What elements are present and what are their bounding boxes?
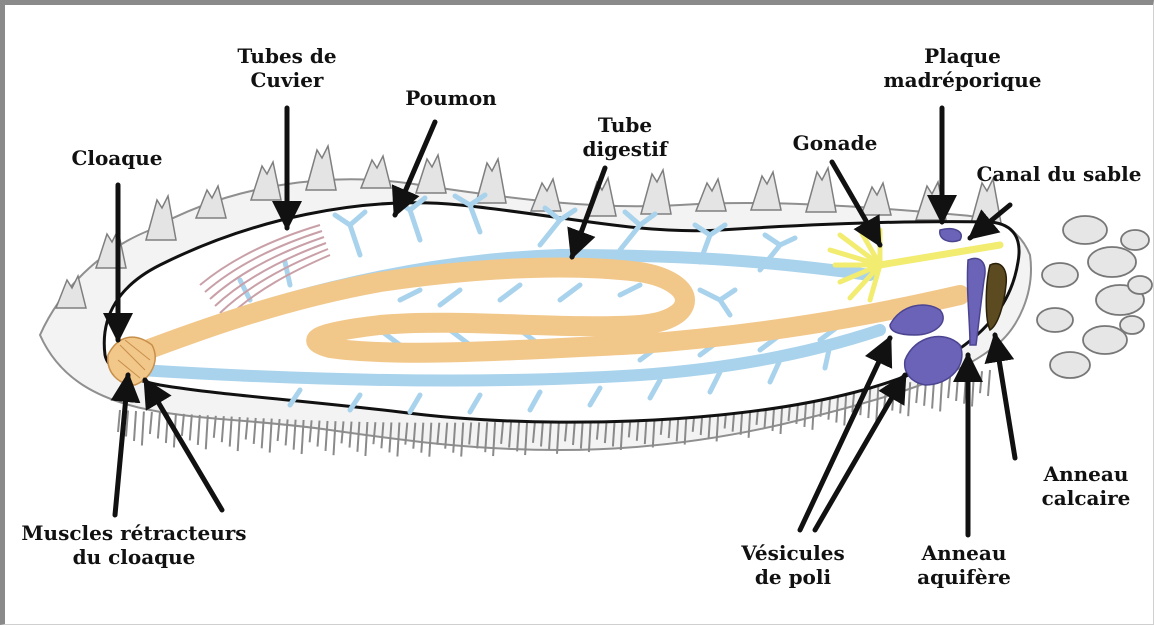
papilla [306, 146, 336, 190]
label-line: Vésicules [728, 541, 858, 565]
tube-foot [142, 412, 144, 446]
tube-foot [972, 373, 974, 407]
papilla [861, 183, 891, 215]
label-line: Anneau [1030, 462, 1142, 486]
label-line: madréporique [880, 68, 1045, 92]
label-vesicules-de-poli: Vésicules de poli [728, 541, 858, 589]
tube-foot [118, 410, 120, 432]
label-line: digestif [575, 137, 675, 161]
label-gonade: Gonade [780, 131, 890, 155]
papilla [251, 162, 281, 200]
papilla [751, 172, 781, 210]
label-line: Anneau [908, 541, 1020, 565]
tube-foot [222, 416, 224, 442]
tube-foot [182, 414, 184, 436]
label-line: calcaire [1030, 486, 1142, 510]
label-muscles-retracteurs: Muscles rétracteurs du cloaque [10, 521, 258, 569]
oral-tentacles [1037, 216, 1152, 378]
label-canal-du-sable: Canal du sable [970, 162, 1148, 186]
label-line: Tubes de [228, 44, 346, 68]
label-line: de poli [728, 565, 858, 589]
tube-foot [230, 417, 232, 447]
papilla [361, 156, 391, 188]
label-cloaque: Cloaque [62, 146, 172, 170]
papilla [641, 170, 671, 214]
label-plaque-madreporique: Plaque madréporique [880, 44, 1045, 92]
tube-foot [238, 417, 240, 451]
papilla [196, 186, 226, 218]
tube-foot [980, 371, 982, 393]
tube-foot [158, 413, 160, 439]
tube-foot [948, 376, 950, 398]
papilla [806, 168, 836, 212]
tube-foot [988, 370, 990, 396]
label-tube-digestif: Tube digestif [575, 113, 675, 161]
label-line: du cloaque [10, 545, 258, 569]
tube-foot [206, 415, 208, 449]
tube-foot [198, 415, 200, 445]
label-line: aquifère [908, 565, 1020, 589]
label-line: Plaque [880, 44, 1045, 68]
tube-foot [150, 412, 152, 434]
tube-foot [956, 375, 958, 401]
tube-foot [190, 414, 192, 440]
label-line: Tube [575, 113, 675, 137]
papilla [696, 179, 726, 211]
tube-foot [134, 411, 136, 441]
label-anneau-calcaire: Anneau calcaire [1030, 462, 1142, 510]
label-tubes-de-cuvier: Tubes de Cuvier [228, 44, 346, 92]
papilla [146, 196, 176, 240]
label-poumon: Poumon [395, 86, 507, 110]
label-line: Cuvier [228, 68, 346, 92]
papilla [96, 230, 126, 268]
label-anneau-aquifere: Anneau aquifère [908, 541, 1020, 589]
label-line: Muscles rétracteurs [10, 521, 258, 545]
